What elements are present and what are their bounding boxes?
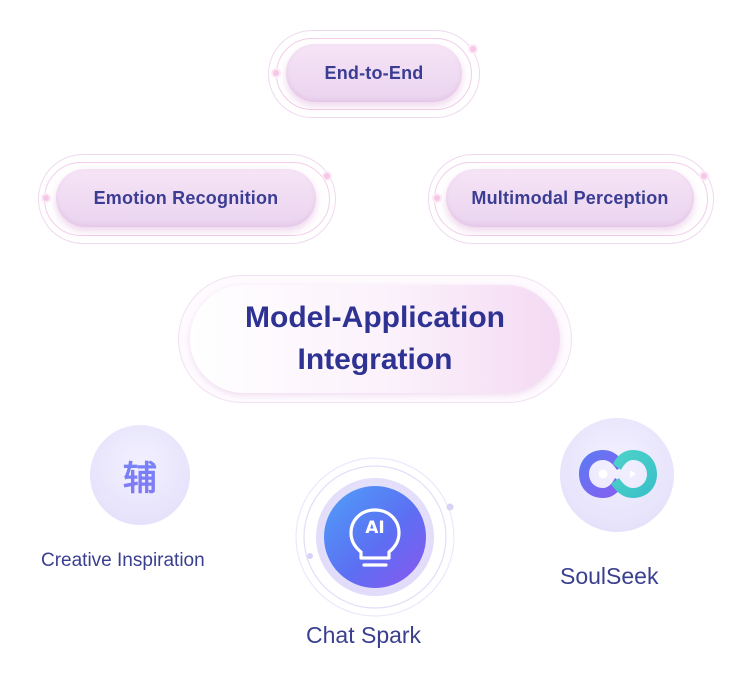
emotion-recognition-ring-dot-right	[324, 173, 330, 179]
multimodal-perception-ring-dot-left	[434, 195, 440, 201]
emotion-recognition-ring-dot-left	[43, 195, 49, 201]
emotion-recognition-label: Emotion Recognition	[93, 187, 279, 208]
emotion-recognition-outer-ring	[38, 154, 336, 244]
end-to-end-label: End-to-End	[324, 62, 424, 83]
multimodal-perception-outer-ring	[428, 154, 714, 244]
multimodal-perception-node: Multimodal Perception	[446, 169, 694, 227]
fu-character-icon: 辅	[90, 425, 190, 525]
soulseek-label: SoulSeek	[560, 563, 659, 589]
integration-title-line-2: Integration	[297, 343, 453, 376]
end-to-end-node: End-to-End	[286, 44, 462, 102]
multimodal-perception-label: Multimodal Perception	[471, 187, 669, 208]
end-to-end-ring-dot-left	[273, 70, 279, 76]
chat-spark-icon[interactable]	[324, 486, 426, 588]
end-to-end-outer-ring	[268, 30, 480, 118]
soulseek-logo-icon	[579, 450, 657, 498]
creative-inspiration-icon-circle[interactable]	[90, 425, 190, 525]
multimodal-perception-ring-dot-right	[701, 173, 707, 179]
ai-lightbulb-icon: AI	[365, 518, 385, 538]
creative-inspiration-label: Creative Inspiration	[41, 550, 205, 571]
chat-spark-label: Chat Spark	[306, 622, 422, 648]
integration-title-line-1: Model-Application	[245, 301, 505, 334]
chat-spark-orbit-rings	[295, 457, 455, 617]
end-to-end-ring-dot-right	[470, 46, 476, 52]
model-application-integration-node: Model-Application Integration	[190, 285, 560, 393]
emotion-recognition-node: Emotion Recognition	[56, 169, 316, 227]
